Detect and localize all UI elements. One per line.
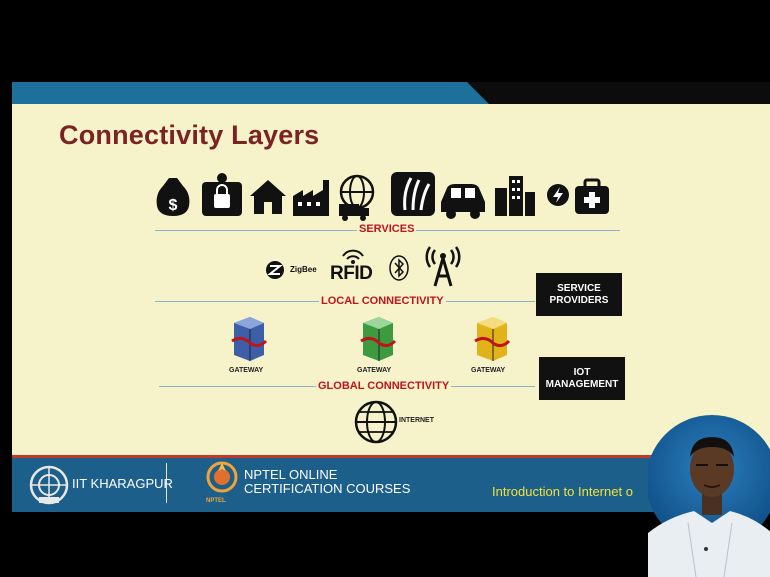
gateway-label-3: GATEWAY xyxy=(471,367,506,374)
services-label: SERVICES xyxy=(357,223,417,235)
course-title: Introduction to Internet o xyxy=(492,484,633,499)
footer-bar: IIT KHARAGPUR NPTEL NPTEL ONLINE CERTIFI… xyxy=(12,455,770,512)
svg-text:$: $ xyxy=(169,197,178,214)
nptel-line-1: NPTEL ONLINE xyxy=(244,467,338,482)
service-icons-row: $ xyxy=(156,172,609,221)
gateway-label-2: GATEWAY xyxy=(357,367,392,374)
slide-top-bar-dark xyxy=(467,82,770,104)
rfid-label: RFID xyxy=(330,263,373,284)
money-bag-icon: $ xyxy=(156,178,190,216)
gateway-label-1: GATEWAY xyxy=(229,367,264,374)
footer-accent-line xyxy=(12,455,770,458)
globe-truck-icon xyxy=(339,174,375,221)
agriculture-icon xyxy=(391,172,435,216)
cell-tower-icon xyxy=(425,246,461,287)
institute-name: IIT KHARAGPUR xyxy=(72,476,173,491)
energy-icon xyxy=(547,184,569,206)
gateway-icon-1 xyxy=(231,317,268,361)
security-lock-icon xyxy=(202,173,242,216)
global-connectivity-label: GLOBAL CONNECTIVITY xyxy=(316,380,452,392)
internet-label: INTERNET xyxy=(399,417,434,424)
city-icon xyxy=(495,176,535,216)
rfid-icon xyxy=(342,249,364,264)
local-tech-icons xyxy=(266,246,461,287)
footer-divider xyxy=(166,463,167,503)
nptel-logo-text: NPTEL xyxy=(206,498,226,504)
bluetooth-icon xyxy=(389,255,409,281)
medical-kit-icon xyxy=(575,178,609,214)
gateway-icon-2 xyxy=(360,317,397,361)
iit-kharagpur-logo-icon xyxy=(29,465,69,505)
service-providers-box: SERVICE PROVIDERS xyxy=(536,273,622,316)
nptel-logo-icon xyxy=(206,461,238,493)
factory-icon xyxy=(293,180,329,216)
nptel-course-title: NPTEL ONLINE CERTIFICATION COURSES xyxy=(244,468,410,496)
zigbee-label: ZigBee xyxy=(290,265,317,274)
slide-title: Connectivity Layers xyxy=(59,120,320,150)
home-icon xyxy=(250,180,286,214)
presenter-video xyxy=(648,415,770,577)
slide: Connectivity Layers $ xyxy=(12,82,770,510)
iot-management-box: IOT MANAGEMENT xyxy=(539,357,625,400)
zigbee-icon xyxy=(266,261,284,279)
gateway-icon-3 xyxy=(474,317,511,361)
nptel-line-2: CERTIFICATION COURSES xyxy=(244,481,411,496)
local-connectivity-label: LOCAL CONNECTIVITY xyxy=(319,295,446,307)
internet-globe-icon xyxy=(354,400,398,444)
car-icon xyxy=(441,184,485,219)
